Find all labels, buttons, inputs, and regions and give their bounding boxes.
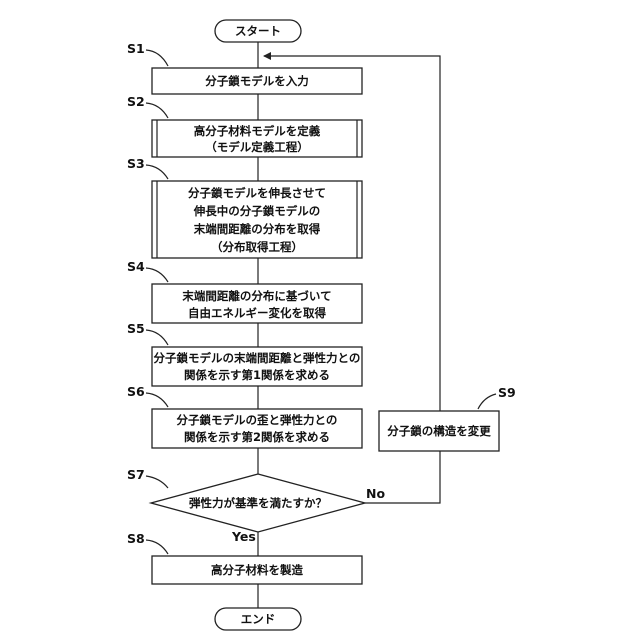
step-s7-line: 弾性力が基準を満たすか？ [189,496,327,510]
step-s5-line: 分子鎖モデルの末端間距離と弾性力との [154,351,361,365]
step-s3-line: （分布取得工程） [211,240,303,254]
step-s8-line: 高分子材料を製造 [211,563,303,577]
step-s9-line: 分子鎖の構造を変更 [387,424,491,438]
step-s2-line: 高分子材料モデルを定義 [194,124,321,138]
step-label-s7: S7 [127,467,145,482]
leader-s5 [146,330,168,345]
step-s1-box: 分子鎖モデルを入力 [152,68,362,94]
step-s1-line: 分子鎖モデルを入力 [205,74,309,88]
step-s4-box: 末端間距離の分布に基づいて 自由エネルギー変化を取得 [152,284,362,323]
leader-s2 [146,103,168,118]
step-s8-box: 高分子材料を製造 [152,556,362,584]
leader-s8 [146,540,168,554]
step-s6-line: 関係を示す第2関係を求める [184,430,330,444]
step-s4-line: 末端間距離の分布に基づいて [182,289,331,303]
start-terminal: スタート [215,20,301,42]
step-s2-line: （モデル定義工程） [205,140,309,154]
leader-s1 [146,50,168,66]
step-s3-line: 末端間距離の分布を取得 [194,222,321,236]
step-label-s8: S8 [127,531,145,546]
leader-s4 [146,268,168,282]
leader-s6 [146,393,168,407]
step-s9-box: 分子鎖の構造を変更 [379,411,499,451]
step-label-s9: S9 [498,385,516,400]
step-s7-decision: 弾性力が基準を満たすか？ [151,474,365,532]
step-s5-line: 関係を示す第1関係を求める [184,368,330,382]
step-label-s2: S2 [127,94,145,109]
start-label: スタート [235,24,281,38]
end-label: エンド [241,612,276,626]
step-s4-line: 自由エネルギー変化を取得 [188,306,326,320]
step-s3-box: 分子鎖モデルを伸長させて 伸長中の分子鎖モデルの 末端間距離の分布を取得 （分布… [152,181,362,258]
step-s2-box: 高分子材料モデルを定義 （モデル定義工程） [152,120,362,157]
branch-yes-label: Yes [231,529,256,544]
step-s6-box: 分子鎖モデルの歪と弾性力との 関係を示す第2関係を求める [152,409,362,448]
step-label-s5: S5 [127,321,145,336]
step-label-s6: S6 [127,384,145,399]
branch-no-label: No [366,486,385,501]
step-label-s1: S1 [127,41,145,56]
step-label-s4: S4 [127,259,145,274]
leader-s9 [478,394,496,409]
end-terminal: エンド [215,608,301,630]
leader-s3 [146,165,168,179]
step-label-s3: S3 [127,156,145,171]
step-s3-line: 分子鎖モデルを伸長させて [188,186,326,200]
step-s6-line: 分子鎖モデルの歪と弾性力との [177,413,338,427]
step-s5-box: 分子鎖モデルの末端間距離と弾性力との 関係を示す第1関係を求める [152,347,362,386]
leader-s7 [146,476,168,488]
step-s3-line: 伸長中の分子鎖モデルの [193,204,321,218]
